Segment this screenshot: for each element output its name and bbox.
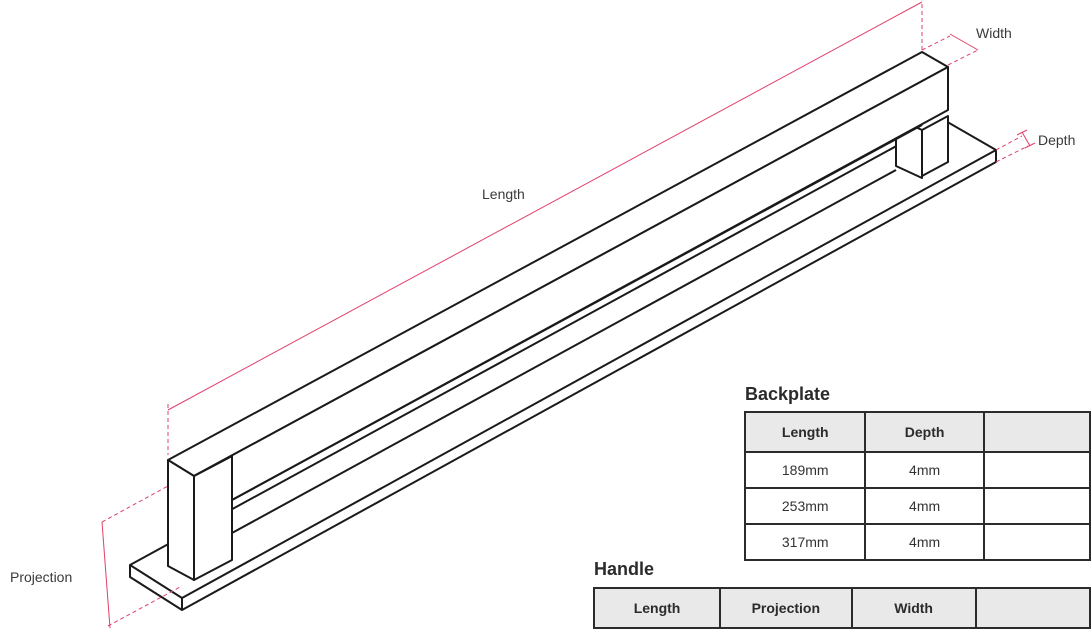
column-header: Depth [864, 411, 985, 453]
column-header [982, 411, 1091, 453]
column-header: Projection [719, 587, 853, 629]
depth-label: Depth [1038, 132, 1075, 148]
table-cell: 4mm [864, 523, 985, 561]
column-header: Length [592, 587, 722, 629]
table-cell: 253mm [743, 487, 867, 525]
width-label: Width [976, 25, 1012, 41]
dimension-lines [101, 1, 1036, 628]
table-cell [982, 451, 1091, 489]
table-row: 253mm 4mm [743, 487, 1091, 525]
table-cell: 189mm [743, 451, 867, 489]
table-row: 189mm 4mm [743, 451, 1091, 489]
table-cell [982, 487, 1091, 525]
projection-label: Projection [10, 569, 72, 585]
handle-shape [167, 51, 949, 581]
table-cell: 4mm [864, 451, 985, 489]
table-row: 317mm 4mm [743, 523, 1091, 561]
table-header-row: Length Depth [743, 411, 1091, 453]
column-header [974, 587, 1091, 629]
table-cell: 317mm [743, 523, 867, 561]
backplate-table: Length Depth 189mm 4mm 253mm 4mm 317mm 4… [743, 411, 1091, 561]
length-label: Length [482, 186, 525, 202]
table-header-row: Length Projection Width [592, 587, 1091, 629]
column-header: Length [743, 411, 867, 453]
handle-title: Handle [594, 559, 655, 579]
table-cell: 4mm [864, 487, 985, 525]
backplate-title: Backplate [745, 384, 831, 404]
table-cell [982, 523, 1091, 561]
handle-table: Length Projection Width [592, 587, 1091, 629]
column-header: Width [850, 587, 977, 629]
